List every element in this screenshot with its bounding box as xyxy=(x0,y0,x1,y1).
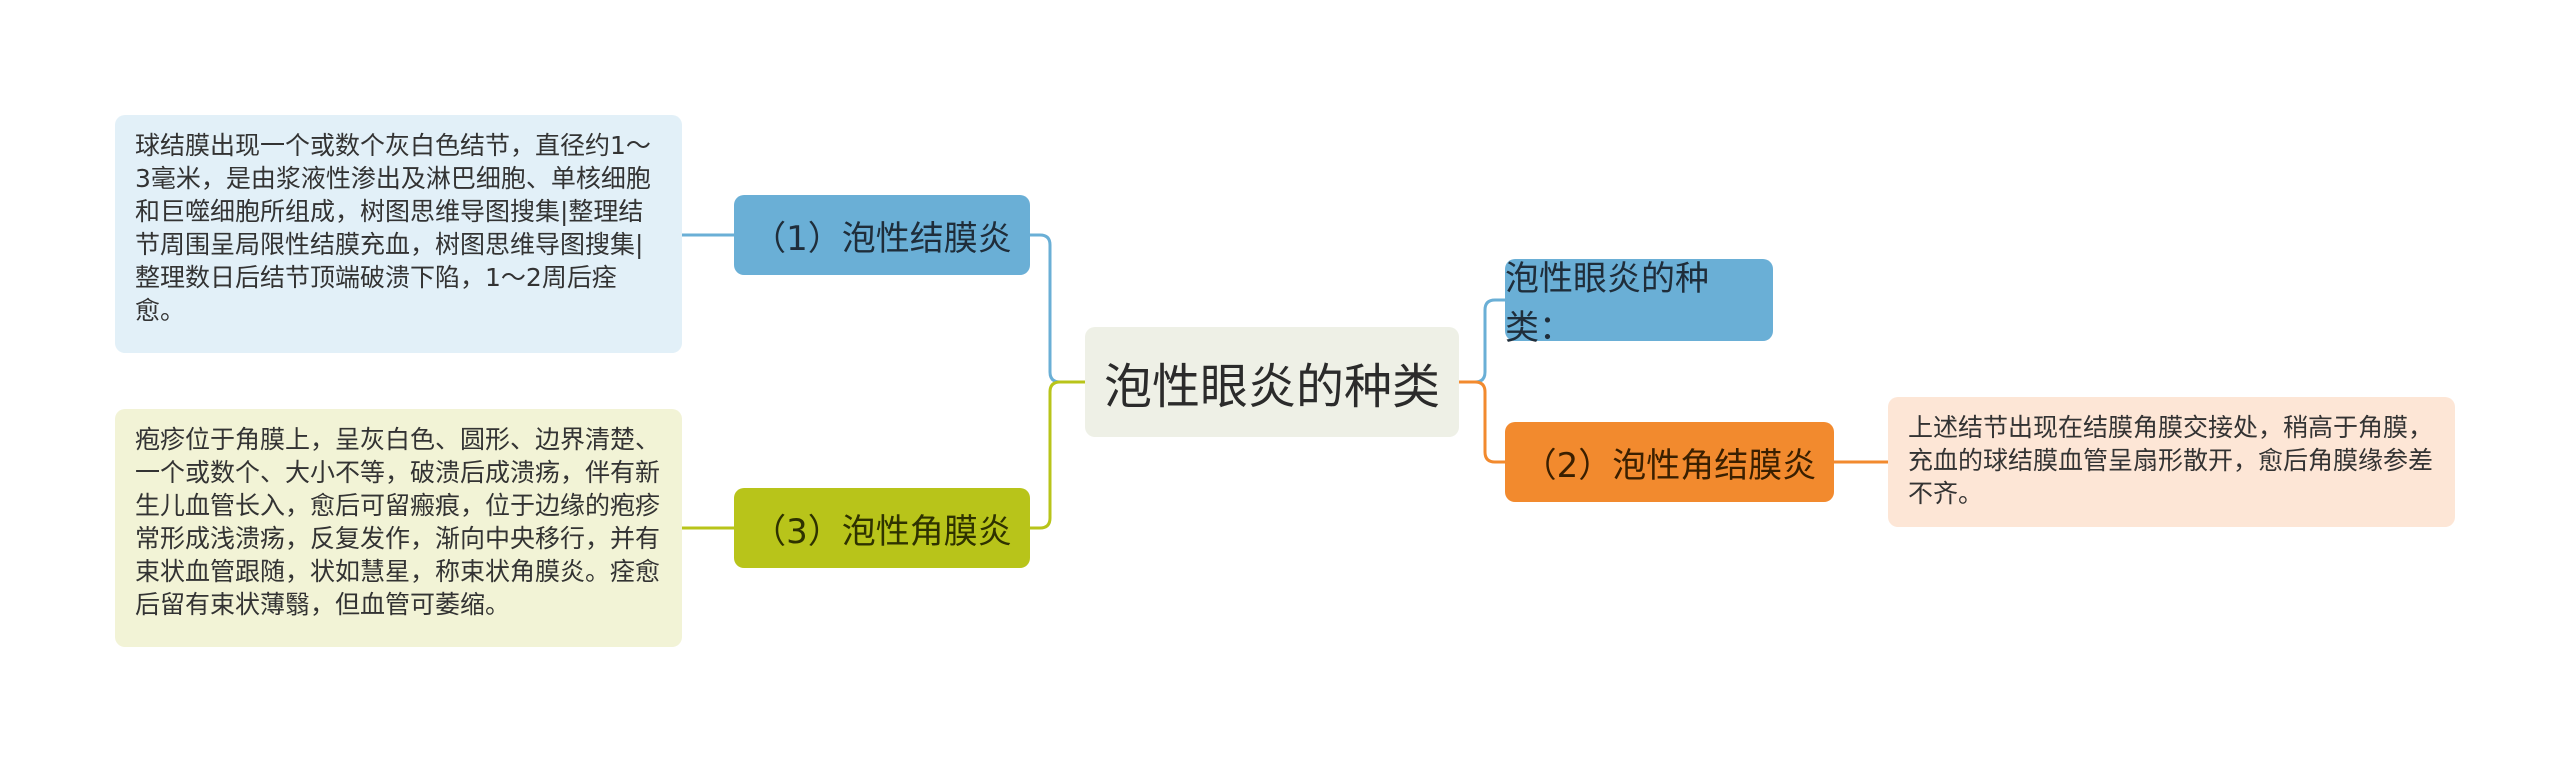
branch-keratitis[interactable]: （3）泡性角膜炎 xyxy=(734,488,1030,568)
connector-root-to-keratitis xyxy=(1030,380,1085,530)
branch-conjunctivitis[interactable]: （1）泡性结膜炎 xyxy=(734,195,1030,275)
connector-root-to-conjunctivitis xyxy=(1030,233,1085,384)
branch-keratoconjunctivitis[interactable]: （2）泡性角结膜炎 xyxy=(1505,422,1834,502)
note-keratitis-text: 疱疹位于角膜上，呈灰白色、圆形、边界清楚、一个或数个、大小不等，破溃后成溃疡，伴… xyxy=(135,425,661,619)
root-topic-label: 泡性眼炎的种类 xyxy=(1103,359,1440,415)
branch-keratitis-label: （3）泡性角膜炎 xyxy=(752,511,1012,552)
note-keratitis[interactable]: 疱疹位于角膜上，呈灰白色、圆形、边界清楚、一个或数个、大小不等，破溃后成溃疡，伴… xyxy=(115,409,682,647)
connector-root-to-types xyxy=(1459,298,1505,384)
root-topic[interactable]: 泡性眼炎的种类 xyxy=(1085,327,1459,437)
branch-keratoconjunctivitis-label: （2）泡性角结膜炎 xyxy=(1522,445,1817,486)
branch-types[interactable]: 泡性眼炎的种类： xyxy=(1505,259,1773,348)
note-conjunctivitis-text: 球结膜出现一个或数个灰白色结节，直径约1～3毫米，是由浆液性渗出及淋巴细胞、单核… xyxy=(135,131,651,325)
note-keratoconjunctivitis-text: 上述结节出现在结膜角膜交接处，稍高于角膜，充血的球结膜血管呈扇形散开，愈后角膜缘… xyxy=(1908,413,2434,508)
branch-types-label: 泡性眼炎的种类： xyxy=(1505,259,1709,348)
note-conjunctivitis[interactable]: 球结膜出现一个或数个灰白色结节，直径约1～3毫米，是由浆液性渗出及淋巴细胞、单核… xyxy=(115,115,682,353)
note-keratoconjunctivitis[interactable]: 上述结节出现在结膜角膜交接处，稍高于角膜，充血的球结膜血管呈扇形散开，愈后角膜缘… xyxy=(1888,397,2455,527)
connector-root-to-keratoconjunctivitis xyxy=(1459,380,1505,464)
branch-conjunctivitis-label: （1）泡性结膜炎 xyxy=(752,218,1012,259)
